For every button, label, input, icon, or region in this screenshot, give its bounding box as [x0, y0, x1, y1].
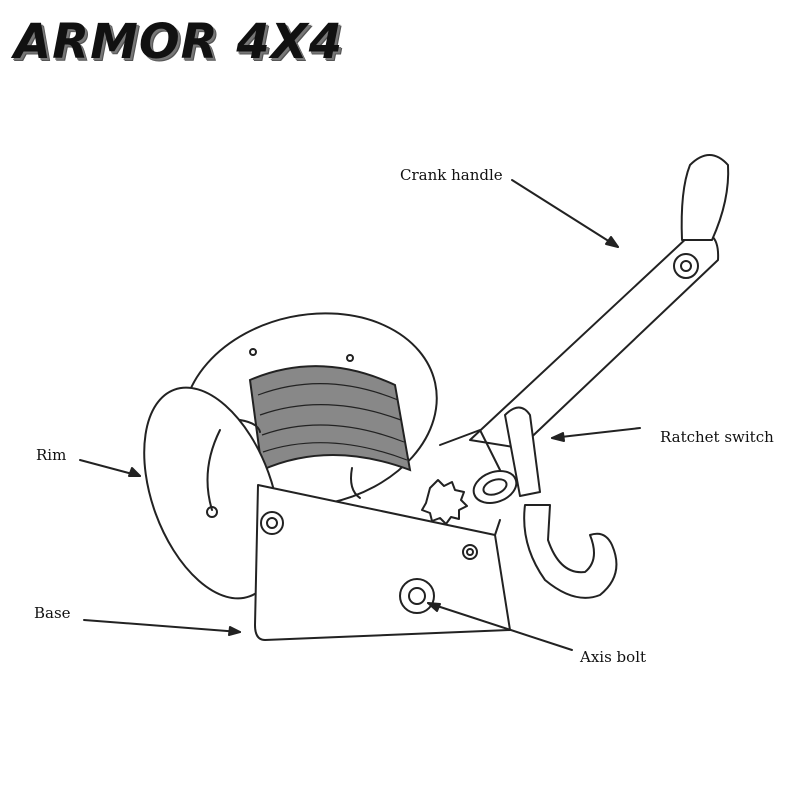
- label-crank-handle: Crank handle: [400, 166, 503, 184]
- front-rim: [143, 386, 281, 600]
- crank-grip: [680, 154, 730, 241]
- label-base: Base: [34, 604, 71, 622]
- hook: [523, 504, 618, 599]
- ratchet-pawl: [504, 406, 541, 497]
- label-axis-bolt: Axis bolt: [580, 648, 647, 666]
- label-ratchet-switch: Ratchet switch: [660, 428, 774, 446]
- label-rim: Rim: [36, 446, 67, 464]
- brand-logo-text: ARMOR 4X4: [14, 14, 344, 70]
- axis-bolt-head: [399, 578, 435, 614]
- cable-drum: [248, 365, 412, 472]
- base-plate: [254, 484, 511, 641]
